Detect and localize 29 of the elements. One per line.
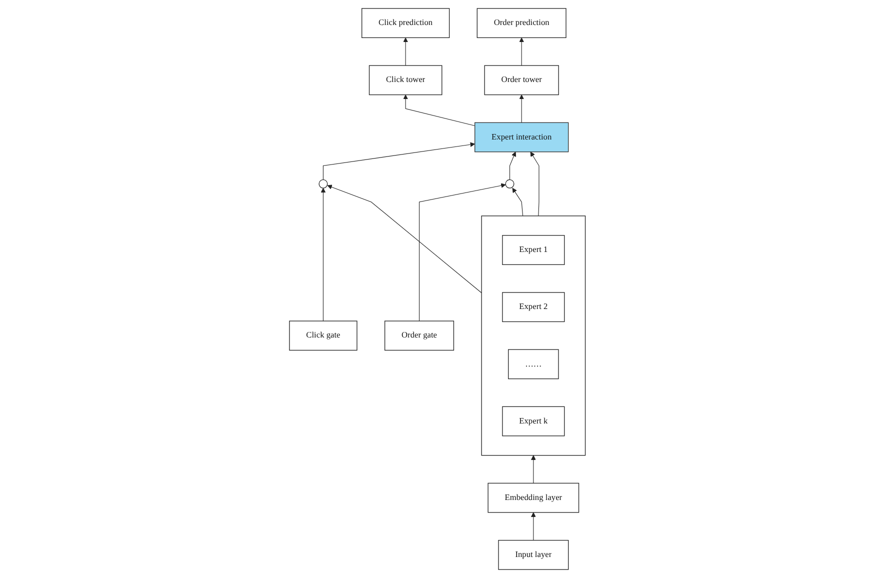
arrow: [530, 152, 540, 216]
arrow: [419, 183, 506, 322]
node-circle: [318, 179, 328, 188]
arrow: [327, 184, 482, 294]
node-box: Order gate: [384, 320, 454, 351]
arrow: [320, 188, 326, 322]
arrow: [512, 188, 524, 216]
arrow: [531, 455, 536, 484]
arrow: [510, 152, 516, 180]
arrow: [403, 94, 476, 126]
arrow: [519, 37, 524, 66]
node-box: Click prediction: [362, 8, 450, 38]
node-circle: [505, 179, 514, 188]
node-box: Embedding layer: [488, 482, 580, 513]
node-box: Expert 1: [502, 235, 565, 265]
cluster: [481, 216, 586, 456]
arrow: [531, 512, 536, 541]
node-box: Order tower: [484, 65, 560, 96]
node-box: Expert 2: [502, 292, 565, 322]
node-box: Expert k: [502, 406, 565, 436]
node-box: Click tower: [369, 65, 442, 96]
node-box: Expert interaction: [474, 122, 569, 152]
arrow: [323, 142, 476, 180]
node-box: ……: [508, 349, 559, 380]
arrow: [519, 94, 524, 123]
arrow: [403, 37, 408, 66]
node-box: Click gate: [289, 320, 358, 351]
node-box: Input layer: [498, 540, 569, 570]
node-box: Order prediction: [476, 8, 566, 38]
